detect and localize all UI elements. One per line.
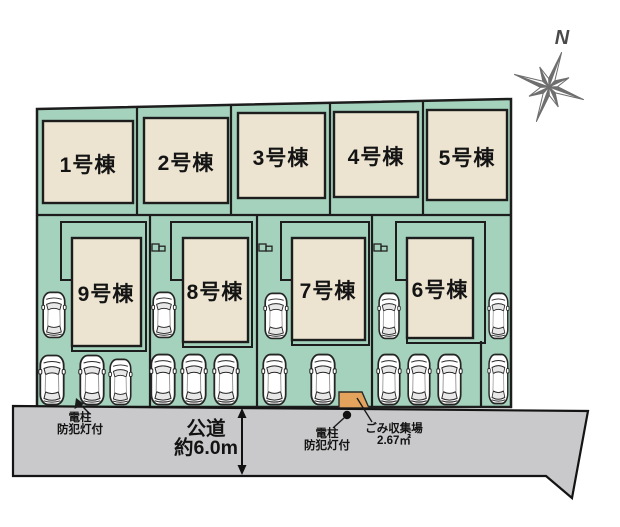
- building-5: [425, 108, 509, 202]
- utility-pole-left-label: 電柱 防犯灯付: [57, 412, 103, 436]
- car-icon: [37, 354, 67, 406]
- utility-pole-right-label: 電柱 防犯灯付: [304, 428, 350, 452]
- building-label-7: 7号棟: [299, 280, 357, 303]
- car-icon: [486, 353, 510, 405]
- car-icon: [405, 353, 433, 406]
- compass-icon: [514, 52, 584, 122]
- building-label-8: 8号棟: [186, 281, 244, 304]
- building-8: [181, 236, 250, 344]
- car-icon: [435, 353, 464, 406]
- building-label-4: 4号棟: [347, 146, 405, 169]
- building-3: [236, 111, 327, 200]
- building-label-3: 3号棟: [252, 147, 310, 170]
- upper-building-footprints: [41, 108, 509, 205]
- car-icon: [487, 292, 510, 340]
- lot-divider-lines: [37, 102, 511, 406]
- road-width-arrow: [237, 408, 247, 475]
- building-label-2: 2号棟: [157, 152, 215, 175]
- building-9: [70, 236, 143, 348]
- building-6: [405, 236, 475, 340]
- road-name: 公道: [186, 418, 226, 440]
- garbage-area-label: ごみ収集場 2.67㎡: [365, 423, 423, 447]
- car-icon: [211, 353, 241, 406]
- building-1: [41, 119, 135, 205]
- utility-pole-dot: [342, 410, 352, 420]
- road: [11, 404, 590, 501]
- car-icon: [375, 353, 403, 406]
- building-label-6: 6号棟: [411, 279, 469, 302]
- building-label-5: 5号棟: [438, 147, 496, 170]
- building-7: [290, 236, 367, 342]
- car-icon: [77, 354, 107, 406]
- building-2: [142, 116, 230, 205]
- car-icon: [179, 353, 209, 406]
- road-label: 公道 約6.0m: [146, 418, 266, 459]
- lower-building-rooflines: [60, 221, 486, 352]
- leader-lines: [74, 397, 373, 429]
- compass-north-label: N: [554, 27, 570, 49]
- car-icon: [148, 353, 178, 406]
- car-icon: [107, 358, 133, 406]
- road-width: 約6.0m: [174, 437, 238, 459]
- building-4: [332, 110, 420, 199]
- building-label-1: 1号棟: [59, 154, 117, 177]
- car-icon: [308, 353, 338, 406]
- car-icon: [260, 353, 289, 406]
- building-label-9: 9号棟: [77, 283, 135, 306]
- lower-building-footprints: [70, 236, 475, 348]
